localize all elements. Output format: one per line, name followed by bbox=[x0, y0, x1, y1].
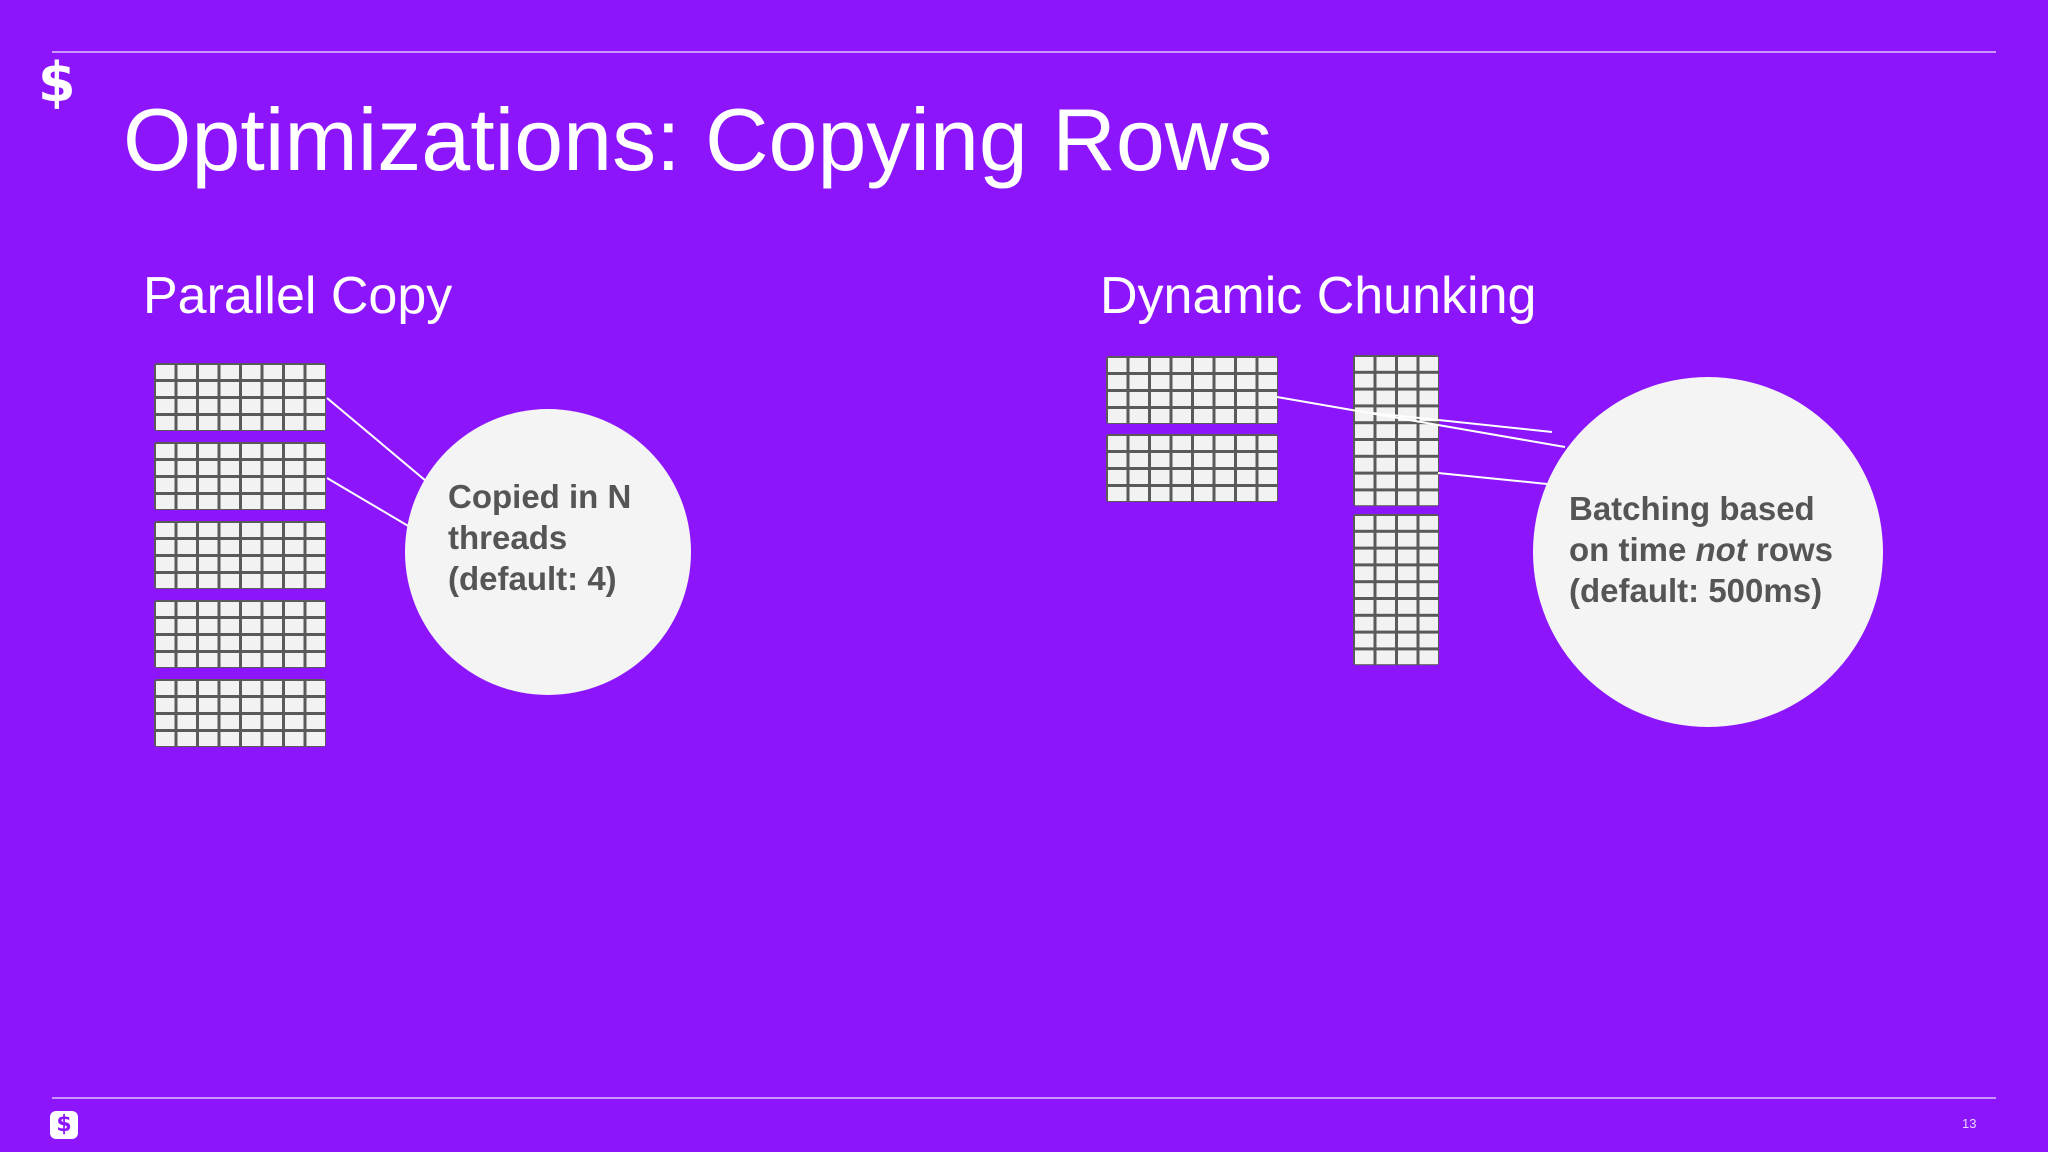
dynamic-chunking-bubble bbox=[1533, 377, 1883, 727]
table-grid bbox=[154, 521, 326, 589]
dynamic-chunking-heading: Dynamic Chunking bbox=[1100, 267, 1537, 325]
bubble-line: on time not rows bbox=[1569, 529, 1833, 570]
parallel-copy-heading: Parallel Copy bbox=[143, 267, 453, 325]
table-grid bbox=[154, 679, 326, 747]
slide-title: Optimizations: Copying Rows bbox=[123, 90, 1273, 189]
page-number: 13 bbox=[1962, 1116, 1977, 1131]
cash-logo-icon: $ bbox=[38, 51, 76, 114]
connector-line bbox=[326, 477, 411, 528]
bottom-divider bbox=[52, 1097, 1996, 1099]
table-grids bbox=[154, 355, 1439, 747]
bubble-line: threads bbox=[448, 519, 568, 556]
table-grid bbox=[1106, 356, 1278, 424]
cash-app-icon: $ bbox=[50, 1111, 78, 1139]
top-divider bbox=[52, 51, 1996, 53]
table-grid bbox=[154, 600, 326, 668]
parallel-copy-bubble-text: Copied in N threads (default: 4) bbox=[448, 476, 631, 599]
bubble-line: (default: 4) bbox=[448, 560, 617, 597]
parallel-copy-bubble bbox=[405, 409, 691, 695]
connector-line bbox=[326, 397, 427, 482]
connector-line bbox=[1276, 396, 1566, 448]
bubble-emphasis: not bbox=[1695, 531, 1747, 568]
connector-lines bbox=[326, 396, 1566, 528]
connector-line bbox=[1371, 412, 1553, 433]
table-grid bbox=[1353, 355, 1439, 507]
connector-line bbox=[1437, 472, 1548, 485]
table-grid bbox=[154, 363, 326, 431]
table-grid bbox=[154, 442, 326, 510]
bubble-line: Copied in N bbox=[448, 478, 632, 515]
table-grid bbox=[1353, 514, 1439, 666]
bubble-line: Batching based bbox=[1569, 490, 1815, 527]
bubble-line: (default: 500ms) bbox=[1569, 572, 1823, 609]
dynamic-chunking-bubble-text: Batching based on time not rows (default… bbox=[1569, 488, 1833, 611]
bubble-text-part: rows bbox=[1746, 531, 1834, 568]
table-grid bbox=[1106, 434, 1278, 502]
bubble-text-part: on time bbox=[1569, 531, 1696, 568]
